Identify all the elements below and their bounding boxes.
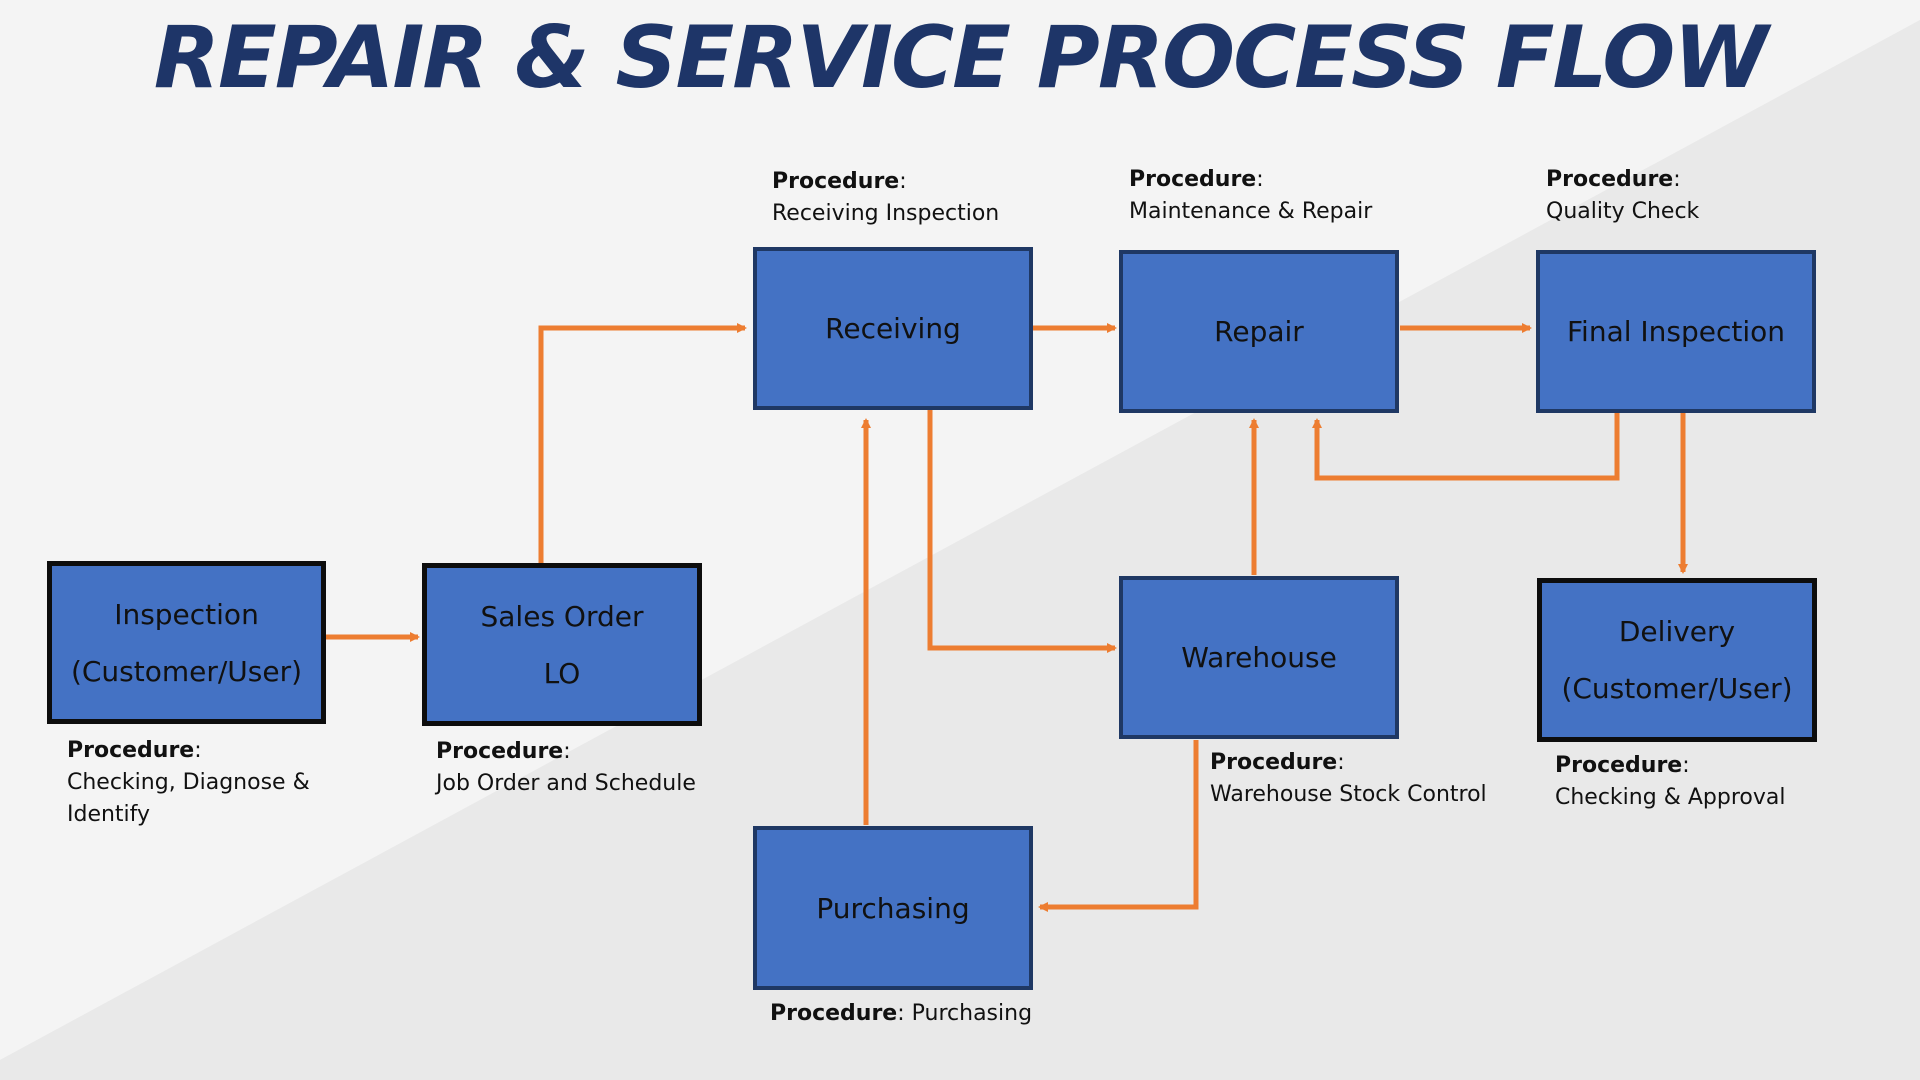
- procedure-purchasing-text: Purchasing: [911, 1001, 1033, 1026]
- arrow-final-inspection-to-repair: [1312, 410, 1620, 481]
- procedure-sales-order: Procedure: Job Order and Schedule: [436, 736, 696, 800]
- procedure-warehouse: Procedure: Warehouse Stock Control: [1210, 747, 1487, 811]
- sales-order-box-label: Sales Order: [480, 599, 644, 633]
- receiving-box-label: Receiving: [825, 312, 961, 345]
- arrow-sales-order-to-receiving: [538, 323, 747, 565]
- procedure-label: Procedure: [1129, 167, 1257, 192]
- sales-order-box[interactable]: Sales Order LO: [422, 563, 702, 726]
- arrow-warehouse-to-purchasing: [1038, 740, 1199, 912]
- repair-box[interactable]: Repair: [1119, 250, 1399, 413]
- delivery-box-sublabel: (Customer/User): [1561, 672, 1793, 705]
- sales-order-box-sublabel: LO: [543, 656, 581, 690]
- delivery-box-label: Delivery: [1618, 615, 1736, 648]
- procedure-label: Procedure: [1555, 753, 1683, 778]
- procedure-receiving: Procedure: Receiving Inspection: [772, 166, 999, 230]
- procedure-repair-text: Maintenance & Repair: [1129, 199, 1373, 224]
- procedure-final-inspection: Procedure: Quality Check: [1546, 164, 1699, 228]
- final-inspection-box-label: Final Inspection: [1566, 315, 1786, 348]
- purchasing-box[interactable]: Purchasing: [753, 826, 1033, 990]
- inspection-box-label: Inspection: [114, 597, 259, 631]
- arrow-receiving-to-warehouse: [927, 410, 1117, 653]
- final-inspection-box[interactable]: Final Inspection: [1536, 250, 1816, 413]
- procedure-label: Procedure: [770, 1001, 898, 1026]
- procedure-delivery-text: Checking & Approval: [1555, 785, 1786, 810]
- inspection-box-sublabel: (Customer/User): [70, 654, 303, 688]
- procedure-repair: Procedure: Maintenance & Repair: [1129, 164, 1372, 228]
- procedure-final-inspection-text: Quality Check: [1546, 199, 1700, 224]
- procedure-inspection-text-2: Identify: [67, 802, 151, 827]
- procedure-label: Procedure: [67, 738, 195, 763]
- procedure-label: Procedure: [1546, 167, 1674, 192]
- procedure-warehouse-text: Warehouse Stock Control: [1210, 782, 1487, 807]
- procedure-sales-order-text: Job Order and Schedule: [436, 771, 696, 796]
- delivery-box[interactable]: Delivery (Customer/User): [1537, 578, 1817, 742]
- procedure-label: Procedure: [772, 169, 900, 194]
- inspection-box[interactable]: Inspection (Customer/User): [47, 561, 326, 724]
- procedure-label: Procedure: [436, 739, 564, 764]
- purchasing-box-label: Purchasing: [816, 891, 970, 925]
- procedure-label: Procedure: [1210, 750, 1338, 775]
- procedure-delivery: Procedure: Checking & Approval: [1555, 750, 1785, 814]
- warehouse-box-label: Warehouse: [1181, 641, 1337, 674]
- repair-box-label: Repair: [1214, 315, 1304, 348]
- receiving-box[interactable]: Receiving: [753, 247, 1033, 410]
- procedure-purchasing: Procedure: Purchasing: [770, 1001, 1033, 1026]
- procedure-inspection: Procedure: Checking, Diagnose & Identify: [67, 735, 310, 831]
- warehouse-box[interactable]: Warehouse: [1119, 576, 1399, 739]
- page-title: REPAIR & SERVICE PROCESS FLOW: [153, 8, 1768, 108]
- procedure-receiving-text: Receiving Inspection: [772, 201, 1000, 226]
- procedure-inspection-text-1: Checking, Diagnose &: [67, 770, 310, 795]
